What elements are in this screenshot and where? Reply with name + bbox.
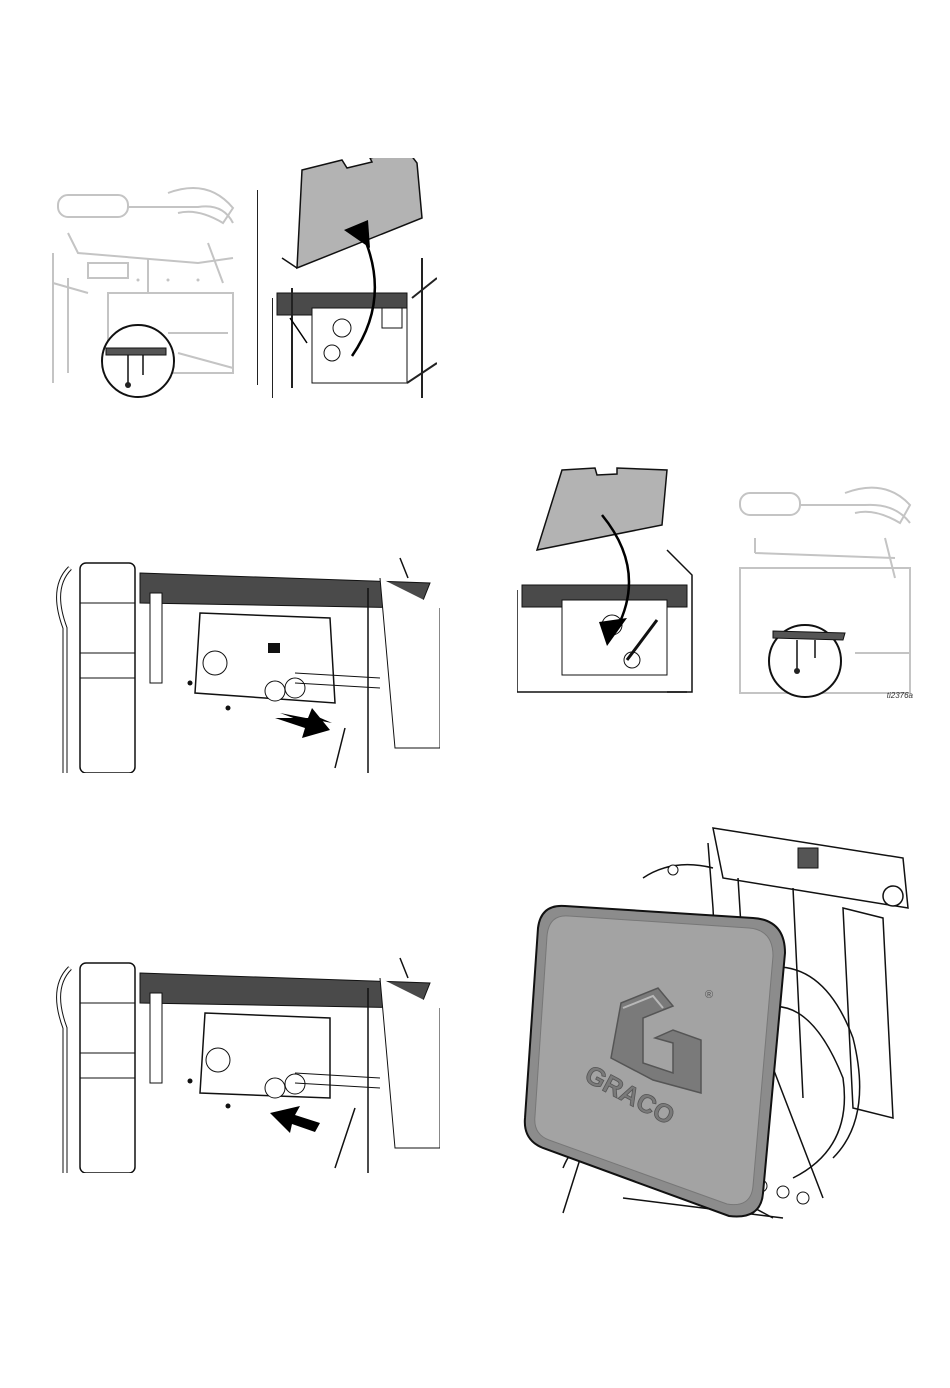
panel-screw-detail-illustration bbox=[48, 183, 238, 398]
control-board-removal-illustration bbox=[50, 548, 440, 773]
figure-control-board-removal bbox=[50, 548, 440, 773]
control-board-install-illustration bbox=[50, 948, 440, 1173]
figure-control-board-install bbox=[50, 948, 440, 1173]
figure-code: ti2376a bbox=[887, 691, 913, 698]
graco-cover-install-illustration: GRACO ® bbox=[523, 818, 915, 1223]
figure-panel-screw-detail bbox=[48, 183, 238, 398]
panel-cover-lift-illustration bbox=[272, 158, 437, 398]
panel-cover-install-illustration bbox=[517, 460, 700, 698]
figure-panel-cover-install bbox=[517, 460, 700, 698]
panel-screw-install-illustration bbox=[735, 483, 913, 698]
figure-panel-cover-lift bbox=[272, 158, 437, 398]
figure-panel-screw-install-detail: ti2376a bbox=[735, 483, 913, 698]
registered-mark: ® bbox=[705, 989, 713, 1001]
figure-graco-cover-install: GRACO ® bbox=[523, 818, 915, 1223]
figure-divider bbox=[257, 190, 258, 385]
